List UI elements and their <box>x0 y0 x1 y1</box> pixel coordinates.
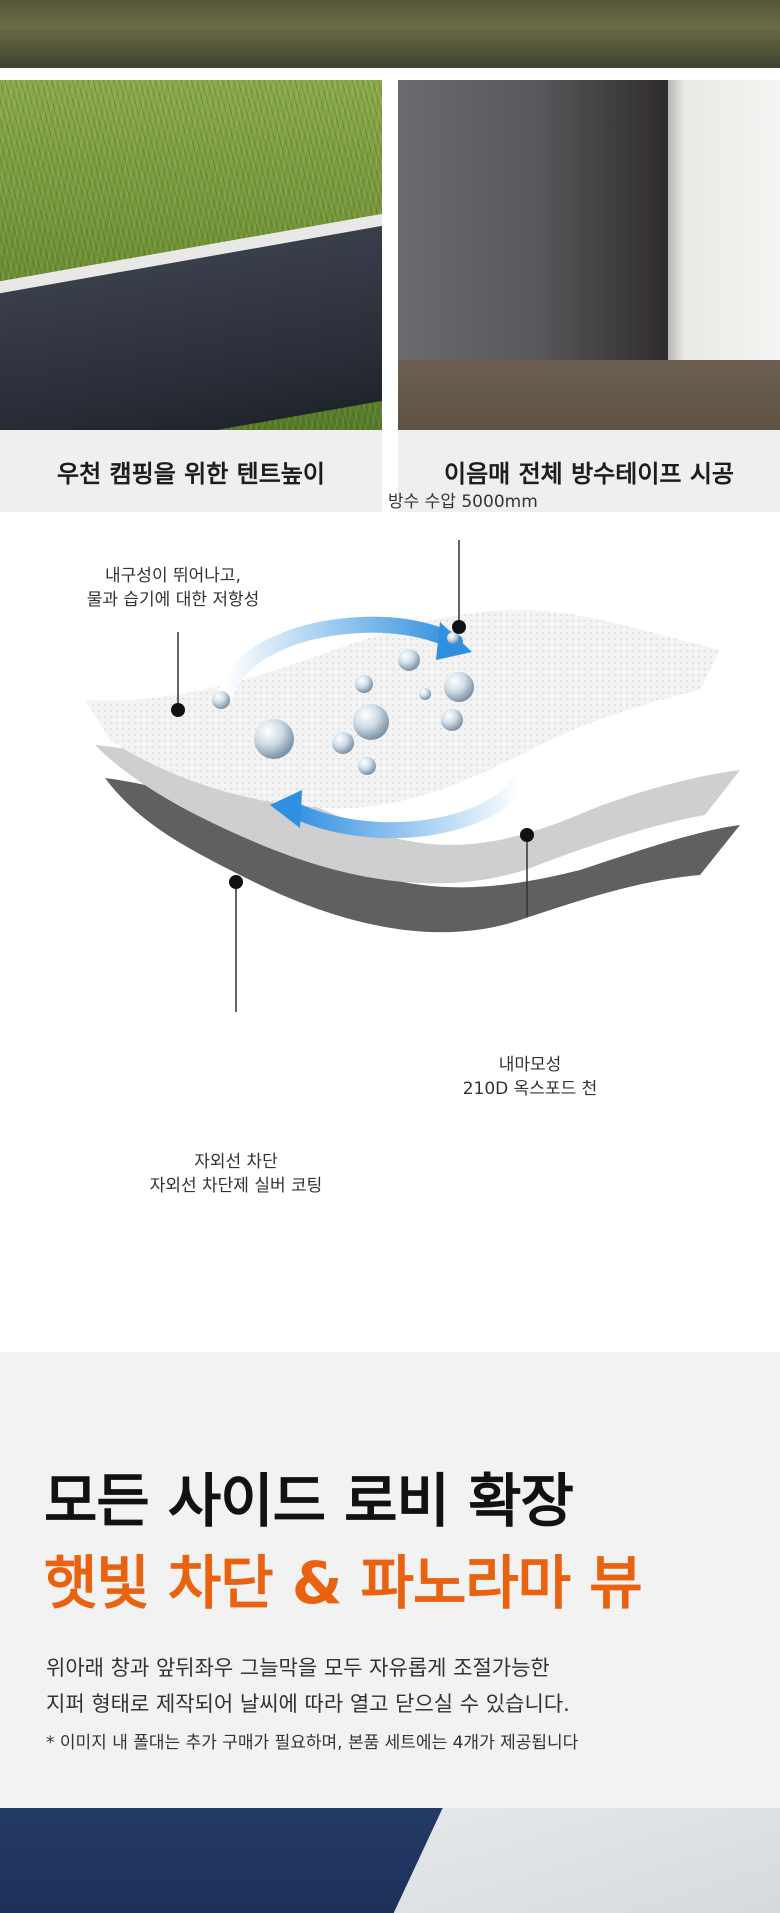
label-durability: 내구성이 뛰어나고, 물과 습기에 대한 저항성 <box>64 564 282 612</box>
section-title: 모든 사이드 로비 확장 <box>44 1467 574 1535</box>
description-line2: 지퍼 형태로 제작되어 날씨에 따라 열고 닫으실 수 있습니다. <box>46 1692 570 1716</box>
lobby-extension-section: 모든 사이드 로비 확장 햇빛 차단 & 파노라마 뷰 위아래 창과 앞뒤좌우 … <box>0 1352 780 1808</box>
tent-interior-photo <box>0 1808 780 1913</box>
fabric-layers-illustration <box>85 540 740 1012</box>
label-uv-block: 자외선 차단 자외선 차단제 실버 코팅 <box>120 1150 352 1198</box>
section-description: 위아래 창과 앞뒤좌우 그늘막을 모두 자유롭게 조절가능한 지퍼 형태로 제작… <box>46 1650 570 1722</box>
seam-tape-photo <box>398 80 780 430</box>
tent-height-photo <box>0 80 382 430</box>
feature-card-caption: 이음매 전체 방수테이프 시공 <box>443 459 735 488</box>
label-waterproof: 방수 수압 5000mm <box>388 492 538 512</box>
label-durability-line2: 물과 습기에 대한 저항성 <box>86 590 260 610</box>
feature-card-caption: 우천 캠핑을 위한 텐트높이 <box>57 459 325 488</box>
label-inner-line2: 210D 옥스포드 천 <box>462 1079 598 1099</box>
section-footnote: * 이미지 내 폴대는 추가 구매가 필요하며, 본품 세트에는 4개가 제공됩… <box>46 1733 579 1753</box>
top-photo-strip <box>0 0 780 68</box>
label-uv-line1: 자외선 차단 <box>194 1152 278 1172</box>
label-inner-fabric: 내마모성 210D 옥스포드 천 <box>440 1053 620 1101</box>
feature-card-seam-tape: 이음매 전체 방수테이프 시공 <box>398 80 780 512</box>
feature-card-tent-height: 우천 캠핑을 위한 텐트높이 <box>0 80 382 512</box>
label-inner-line1: 내마모성 <box>498 1055 562 1075</box>
section-subtitle: 햇빛 차단 & 파노라마 뷰 <box>44 1549 643 1617</box>
fabric-layer-diagram: 방수 수압 5000mm 내구성이 뛰어나고, 물과 습기에 대한 저항성 내마… <box>0 492 780 1340</box>
label-durability-line1: 내구성이 뛰어나고, <box>105 566 241 586</box>
description-line1: 위아래 창과 앞뒤좌우 그늘막을 모두 자유롭게 조절가능한 <box>46 1656 550 1680</box>
label-uv-line2: 자외선 차단제 실버 코팅 <box>149 1176 323 1196</box>
